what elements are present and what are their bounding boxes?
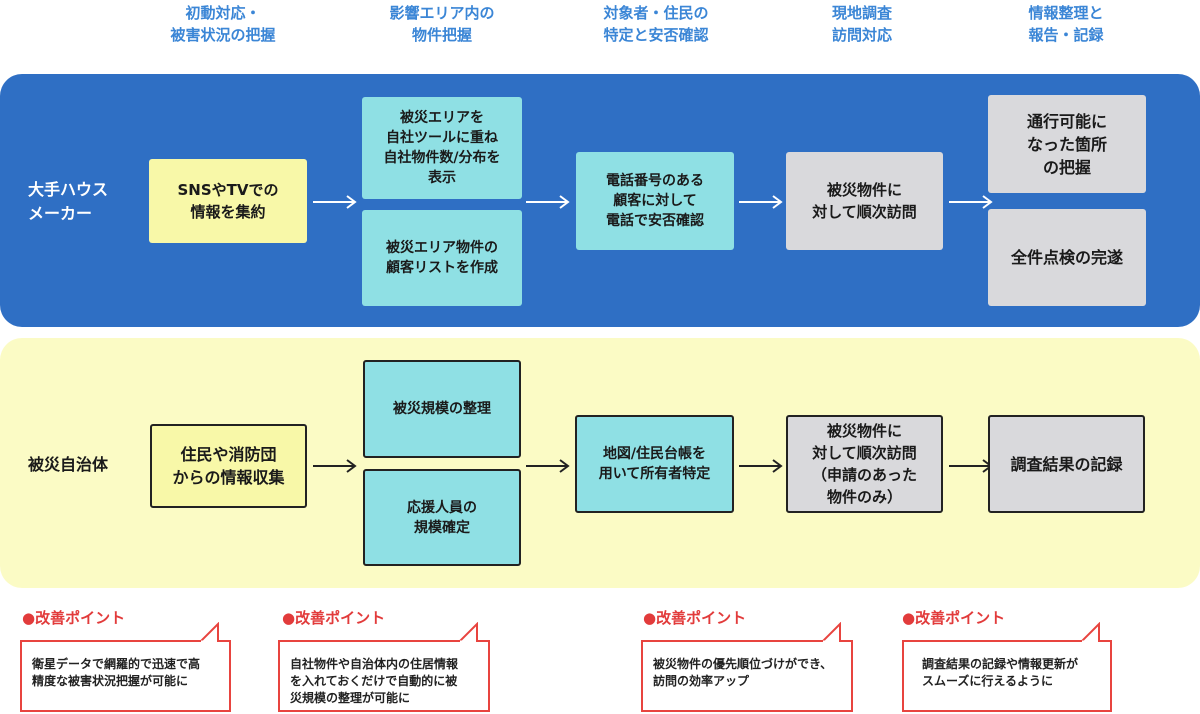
- column-header-reporting: 情報整理と 報告・記録: [1028, 4, 1104, 44]
- maker-step4-box: 被災物件に 対して順次訪問: [786, 152, 943, 250]
- municipality-step2a-box: 被災規模の整理: [363, 360, 521, 458]
- speech-tail-icon: [1080, 622, 1100, 642]
- municipality-step1-box: 住民や消防団 からの情報収集: [150, 424, 307, 508]
- maker-step3-box: 電話番号のある 顧客に対して 電話で安否確認: [576, 152, 734, 250]
- column-header-site-visit: 現地調査 訪問対応: [831, 4, 892, 44]
- improvement-point-box: 調査結果の記録や情報更新が スムーズに行えるように: [902, 640, 1112, 712]
- right-arrow-icon: [526, 459, 570, 473]
- column-header-safety-check: 対象者・住民の 特定と安否確認: [603, 4, 709, 44]
- improvement-point-box: 衛星データで網羅的で迅速で高 精度な被害状況把握が可能に: [20, 640, 231, 712]
- maker-step5b-box: 全件点検の完遂: [988, 209, 1146, 306]
- right-arrow-icon: [313, 195, 357, 209]
- improvement-point-box: 自社物件や自治体内の住居情報 を入れておくだけで自動的に被 災規模の整理が可能に: [278, 640, 490, 712]
- right-arrow-icon: [949, 195, 993, 209]
- improvement-point-title: ●改善ポイント: [902, 609, 1006, 627]
- right-arrow-icon: [526, 195, 570, 209]
- municipality-row-label: 被災自治体: [28, 455, 109, 474]
- maker-step5a-box: 通行可能に なった箇所 の把握: [988, 95, 1146, 193]
- improvement-point-title: ●改善ポイント: [643, 609, 747, 627]
- column-header-property-grasp: 影響エリア内の 物件把握: [389, 4, 495, 44]
- municipality-step3-box: 地図/住民台帳を 用いて所有者特定: [575, 415, 734, 513]
- improvement-point-title: ●改善ポイント: [282, 609, 386, 627]
- improvement-point-box: 被災物件の優先順位づけができ、 訪問の効率アップ: [641, 640, 853, 712]
- maker-step2a-box: 被災エリアを 自社ツールに重ね 自社物件数/分布を 表示: [362, 97, 522, 199]
- right-arrow-icon: [739, 195, 783, 209]
- right-arrow-icon: [313, 459, 357, 473]
- municipality-step2b-box: 応援人員の 規模確定: [363, 469, 521, 566]
- improvement-point-title: ●改善ポイント: [22, 609, 126, 627]
- right-arrow-icon: [739, 459, 783, 473]
- maker-step2b-box: 被災エリア物件の 顧客リストを作成: [362, 210, 522, 306]
- maker-step1-box: SNSやTVでの 情報を集約: [149, 159, 307, 243]
- column-header-initial-response: 初動対応・ 被害状況の把握: [170, 4, 276, 44]
- municipality-step4-box: 被災物件に 対して順次訪問 （申請のあった 物件のみ）: [786, 415, 943, 513]
- municipality-step5-box: 調査結果の記録: [988, 415, 1145, 513]
- speech-tail-icon: [458, 622, 478, 642]
- maker-row-label: 大手ハウス メーカー: [28, 180, 109, 223]
- speech-tail-icon: [821, 622, 841, 642]
- speech-tail-icon: [199, 622, 219, 642]
